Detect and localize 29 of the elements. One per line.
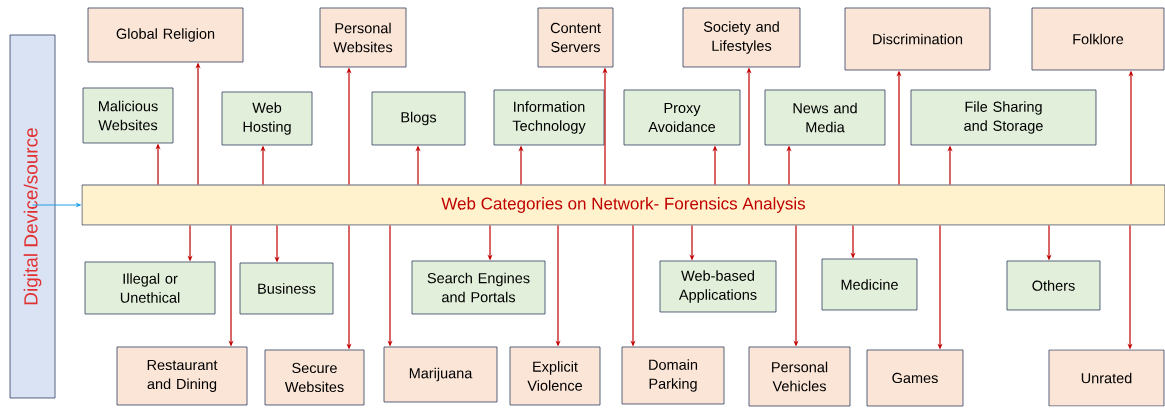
category-box: Illegal or Unethical	[84, 261, 216, 315]
category-box: Blogs	[371, 91, 466, 146]
source-box: Digital Device/source	[9, 34, 56, 399]
category-box: News and Media	[764, 89, 886, 146]
category-box: Explicit Violence	[509, 346, 601, 406]
category-box: Web-based Applications	[659, 260, 777, 313]
category-box: Society and Lifestyles	[682, 7, 801, 68]
category-box: Secure Websites	[264, 349, 365, 406]
category-box: Discrimination	[844, 7, 991, 71]
category-box: Games	[866, 349, 964, 407]
category-box: Marijuana	[383, 346, 498, 403]
category-box: Personal Websites	[319, 7, 407, 68]
category-box: Global Religion	[87, 7, 244, 63]
category-box: File Sharing and Storage	[910, 89, 1097, 146]
category-box: Folklore	[1031, 7, 1165, 71]
category-box: Malicious Websites	[82, 87, 174, 144]
category-box: Business	[239, 262, 334, 315]
category-box: Web Hosting	[221, 91, 313, 146]
category-box: Personal Vehicles	[748, 346, 851, 407]
category-box: Information Technology	[493, 89, 605, 146]
category-box: Domain Parking	[621, 346, 725, 405]
category-box: Others	[1006, 260, 1101, 311]
category-box: Unrated	[1048, 349, 1165, 407]
category-box: Search Engines and Portals	[411, 260, 546, 315]
category-box: Content Servers	[537, 7, 614, 68]
category-box: Restaurant and Dining	[116, 346, 248, 406]
category-box: Medicine	[821, 258, 918, 311]
category-box: Proxy Avoidance	[623, 89, 741, 146]
category-band: Web Categories on Network- Forensics Analysis	[81, 184, 1165, 226]
